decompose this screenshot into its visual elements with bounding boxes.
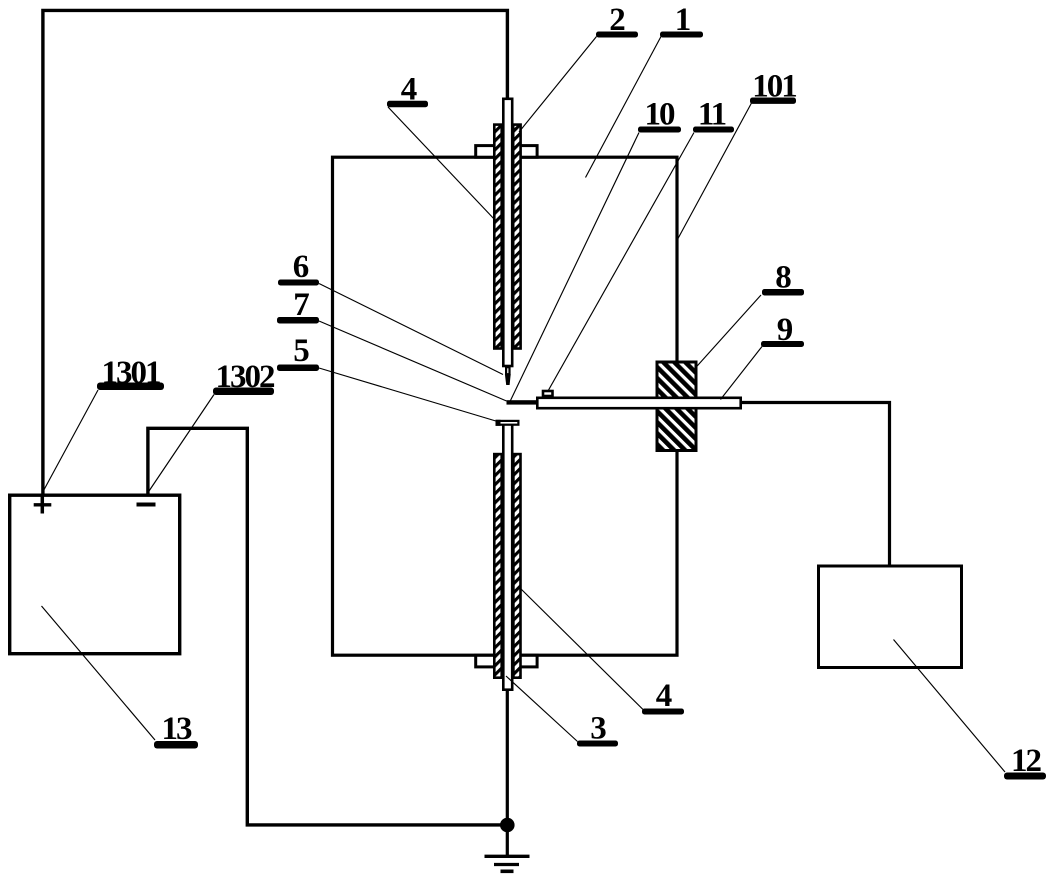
svg-text:10: 10 [645, 97, 676, 133]
svg-text:11: 11 [698, 97, 726, 133]
svg-text:1302: 1302 [216, 359, 276, 395]
svg-text:4: 4 [401, 72, 417, 108]
svg-text:6: 6 [293, 249, 309, 285]
svg-text:9: 9 [777, 312, 793, 348]
svg-text:4: 4 [656, 678, 672, 714]
svg-text:8: 8 [775, 260, 791, 296]
svg-text:2: 2 [609, 2, 625, 38]
svg-text:1301: 1301 [102, 355, 161, 391]
svg-text:5: 5 [293, 333, 309, 369]
svg-text:7: 7 [293, 287, 309, 323]
svg-text:13: 13 [162, 711, 193, 747]
svg-text:1: 1 [675, 2, 690, 38]
svg-text:3: 3 [590, 711, 606, 747]
svg-text:12: 12 [1011, 743, 1042, 779]
svg-text:101: 101 [752, 69, 796, 105]
